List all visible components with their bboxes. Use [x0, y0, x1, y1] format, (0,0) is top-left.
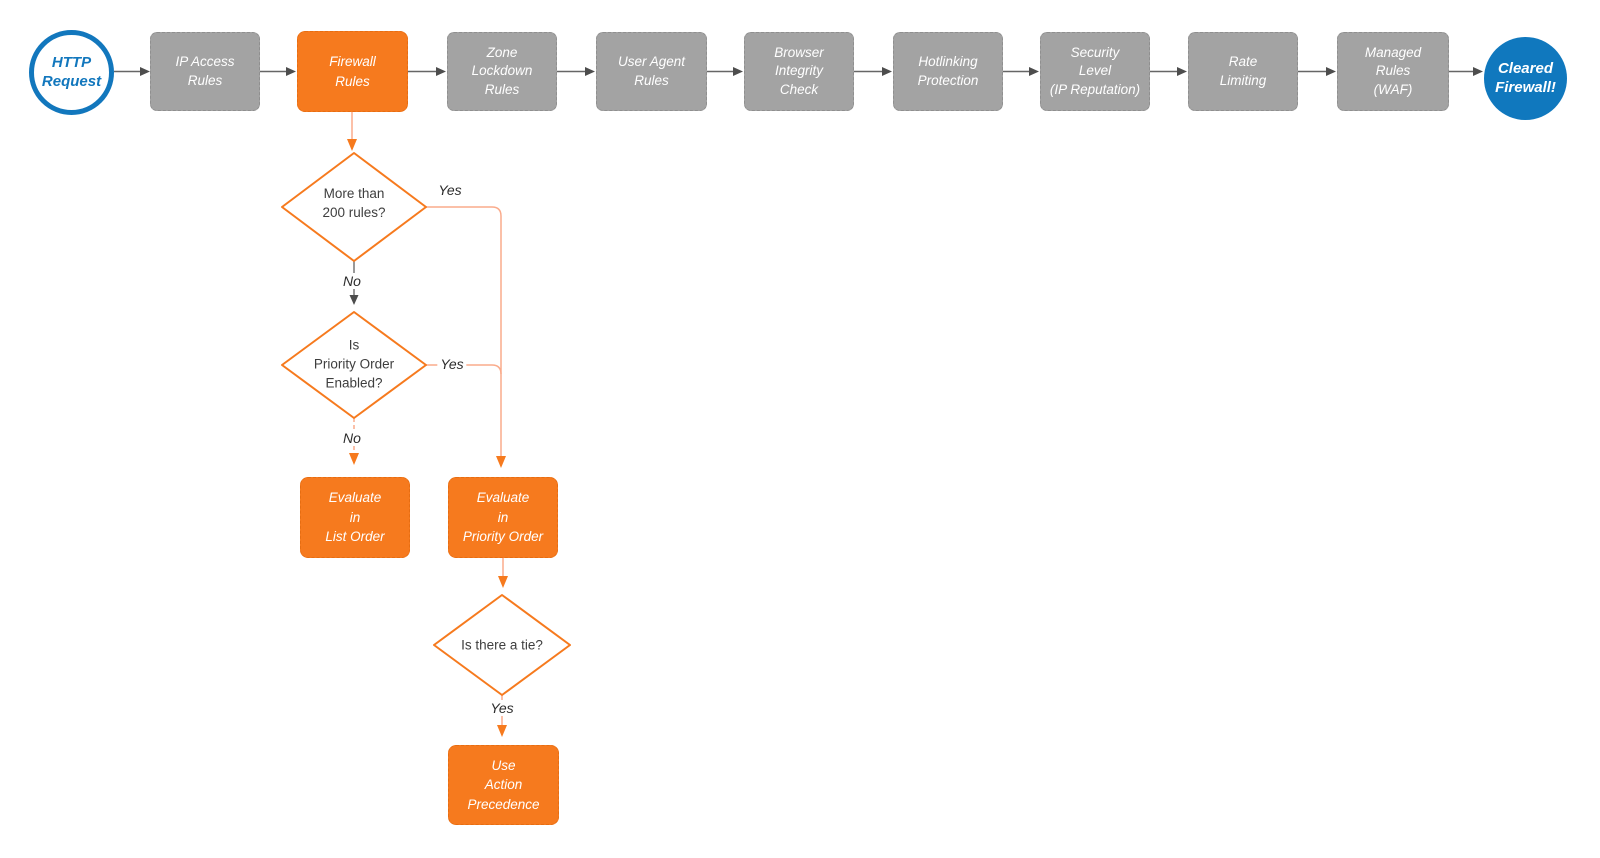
node-managed-rules-waf: Managed Rules (WAF) [1337, 32, 1449, 111]
node-label: User Agent Rules [617, 53, 686, 88]
decision3-yes-label: Yes [487, 700, 517, 716]
node-zone-lockdown-rules: Zone Lockdown Rules [447, 32, 557, 111]
connector-decision2-yes-join [426, 364, 502, 375]
node-label: HTTP Request [41, 53, 102, 90]
decision1-label: More than 200 rules? [322, 185, 386, 220]
node-label: Evaluate in List Order [325, 490, 385, 545]
decision2-diamond [281, 311, 427, 419]
decision3-label: Is there a tie? [461, 637, 543, 653]
node-hotlinking-protection: Hotlinking Protection [893, 32, 1003, 111]
node-use-action-precedence: Use Action Precedence [448, 745, 559, 825]
node-label: Firewall Rules [329, 53, 376, 89]
decision1-diamond [281, 152, 427, 262]
node-firewall-rules: Firewall Rules [297, 31, 408, 112]
node-http-request: HTTP Request [29, 30, 114, 115]
node-label: Use Action Precedence [467, 757, 540, 812]
connector-decision1-yes-to-evaluate-priority [426, 206, 506, 468]
node-label: Hotlinking Protection [917, 53, 979, 88]
node-cleared-firewall: Cleared Firewall! [1484, 37, 1567, 120]
decision3-diamond [433, 594, 571, 696]
node-label: IP Access Rules [175, 53, 235, 88]
decision2-label: Is Priority Order Enabled? [313, 337, 395, 391]
node-label: Evaluate in Priority Order [462, 490, 544, 545]
node-security-level: Security Level (IP Reputation) [1040, 32, 1150, 111]
node-label: Rate Limiting [1219, 53, 1267, 88]
decision2-yes-label: Yes [437, 356, 467, 372]
node-user-agent-rules: User Agent Rules [596, 32, 707, 111]
node-label: Browser Integrity Check [774, 44, 824, 97]
node-rate-limiting: Rate Limiting [1188, 32, 1298, 111]
node-ip-access-rules: IP Access Rules [150, 32, 260, 111]
node-label: Zone Lockdown Rules [471, 44, 533, 97]
decision1-no-label: No [340, 273, 364, 289]
decision1-yes-label: Yes [435, 182, 465, 198]
node-label: Security Level (IP Reputation) [1049, 44, 1141, 97]
decision2-no-label: No [340, 430, 364, 446]
node-label: Cleared Firewall! [1495, 59, 1556, 96]
node-evaluate-in-priority-order: Evaluate in Priority Order [448, 477, 558, 558]
node-evaluate-in-list-order: Evaluate in List Order [300, 477, 410, 558]
node-browser-integrity-check: Browser Integrity Check [744, 32, 854, 111]
node-label: Managed Rules (WAF) [1364, 44, 1422, 97]
